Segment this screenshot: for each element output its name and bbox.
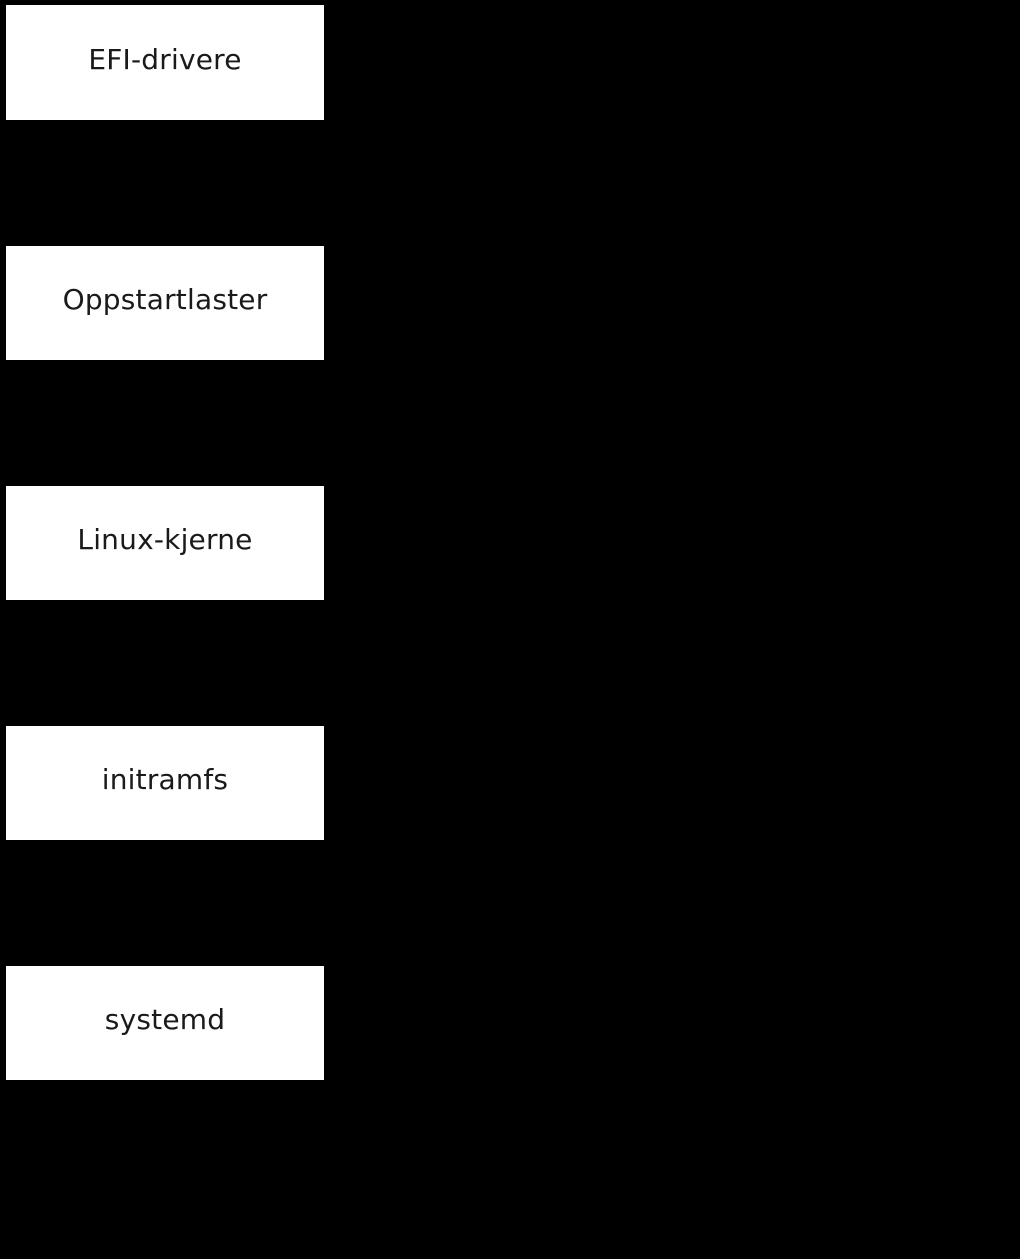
diagram-stage-label: systemd [104,1003,226,1036]
diagram-stage-label: Linux-kjerne [77,523,253,556]
diagram-stage-box-efi-drivere: EFI-drivere [6,5,324,120]
diagram-stage-box-initramfs: initramfs [6,726,324,840]
diagram-stage-label: EFI-drivere [88,42,242,76]
diagram-stage-box-systemd: systemd [6,966,324,1080]
diagram-stage-label: initramfs [101,763,229,796]
diagram-stage-box-linux-kjerne: Linux-kjerne [6,486,324,600]
diagram-stage-label: Oppstartlaster [62,283,268,316]
diagram-stage-box-oppstartlaster: Oppstartlaster [6,246,324,360]
